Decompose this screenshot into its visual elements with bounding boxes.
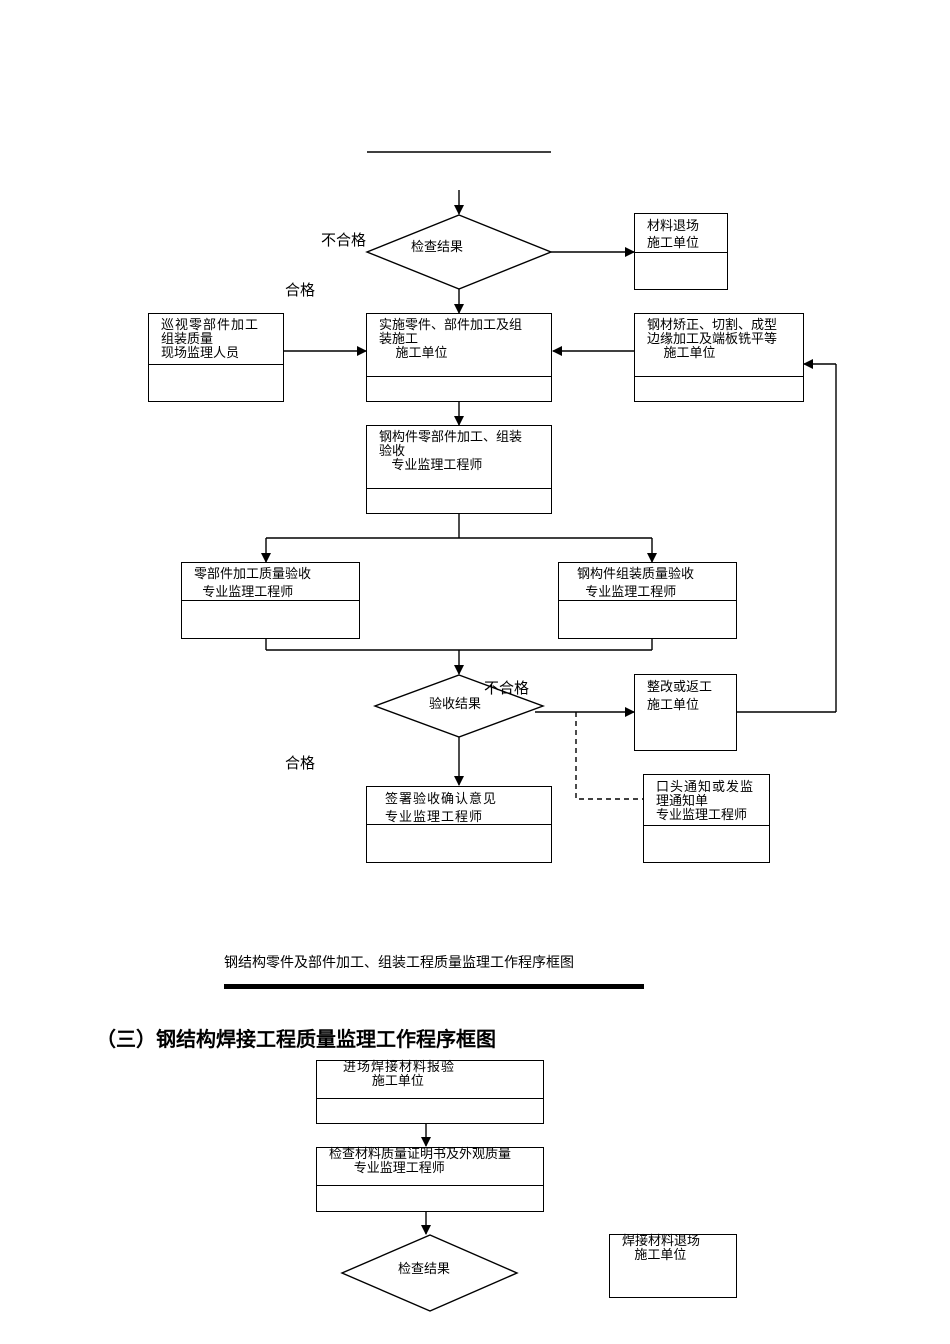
box-text: 钢材矫正、切割、成型 [647,318,778,333]
box-text: 钢构件组装质量验收 [577,567,695,582]
box-role: 专业监理工程师 [577,585,677,600]
box-text: 材料退场 [647,219,700,234]
box-role: 专业监理工程师 [329,1161,445,1176]
box-text: 口头通知或发监 [656,780,755,795]
dashed-to-notice [575,712,643,800]
box-role: 专业监理工程师 [379,458,483,473]
box-rework: 整改或返工 施工单位 [634,674,737,751]
box-text: 进场焊接材料报验 [343,1060,456,1075]
label-fail-1: 不合格 [321,231,367,249]
box-role: 施工单位 [647,698,700,713]
box-text: 签署验收确认意见 [385,792,498,807]
decision-check-label: 检查结果 [411,240,464,255]
caption-rule [224,984,644,989]
box-inspection: 钢构件零部件加工、组装 验收 专业监理工程师 [366,425,552,514]
box-text: 组装质量 [161,332,214,347]
box-implement: 实施零件、部件加工及组 装施工 施工单位 [366,313,552,402]
box-role: 施工单位 [379,346,448,361]
box-material-return: 材料退场 施工单位 [634,213,728,290]
box-parts-quality: 零部件加工质量验收 专业监理工程师 [181,562,360,639]
box-text: 检查材料质量证明书及外观质量 [329,1147,512,1162]
box-straighten: 钢材矫正、切割、成型 边缘加工及端板铣平等 施工单位 [634,313,804,402]
label-pass-1: 合格 [285,281,316,299]
box-role: 施工单位 [647,346,716,361]
section-heading: （三）钢结构焊接工程质量监理工作程序框图 [96,1027,496,1051]
box-text: 巡视零部件加工 [161,318,260,333]
label-fail-2: 不合格 [484,679,530,697]
box-weld-return: 焊接材料退场 施工单位 [609,1234,737,1298]
box-role: 施工单位 [647,236,700,251]
box-assembly-quality: 钢构件组装质量验收 专业监理工程师 [558,562,737,639]
box-notice: 口头通知或发监 理通知单 专业监理工程师 [643,774,770,863]
box-role: 专业监理工程师 [194,585,294,600]
box-role: 专业监理工程师 [385,810,484,825]
box-role: 现场监理人员 [161,346,240,361]
box-text: 装施工 [379,332,419,347]
box-role: 施工单位 [622,1248,687,1263]
box-text: 实施零件、部件加工及组 [379,318,523,333]
box-text: 零部件加工质量验收 [194,567,312,582]
box-text: 整改或返工 [647,680,713,695]
box-text: 边缘加工及端板铣平等 [647,332,778,347]
box-text: 验收 [379,444,406,459]
box-material-report: 进场焊接材料报验 施工单位 [316,1060,544,1124]
box-sign: 签署验收确认意见 专业监理工程师 [366,786,552,863]
box-check-certificate: 检查材料质量证明书及外观质量 专业监理工程师 [316,1147,544,1212]
decision-accept-label: 验收结果 [429,697,482,712]
box-role: 施工单位 [343,1074,424,1089]
label-pass-2: 合格 [285,754,316,772]
diagram-caption: 钢结构零件及部件加工、组装工程质量监理工作程序框图 [224,955,574,971]
box-text: 理通知单 [656,794,709,809]
box-text: 钢构件零部件加工、组装 [379,430,523,445]
decision-check-diamond-2 [340,1234,519,1312]
decision-check-label-2: 检查结果 [398,1262,451,1277]
box-text: 焊接材料退场 [622,1234,701,1249]
box-role: 专业监理工程师 [656,808,748,823]
box-patrol: 巡视零部件加工 组装质量 现场监理人员 [148,313,284,402]
